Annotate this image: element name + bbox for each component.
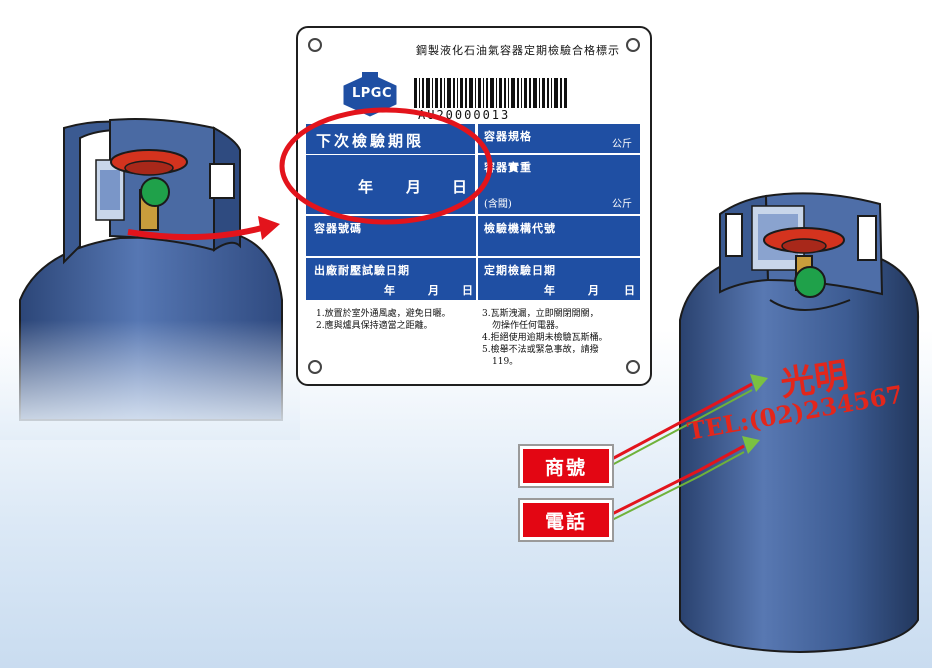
mount-hole-icon [626, 360, 640, 374]
next-inspection-cell: 下次檢驗期限 年 月 日 [306, 124, 476, 214]
spec-unit: 公斤 [612, 139, 632, 150]
note-line: 5.檢舉不法或緊急事故，請撥 [482, 345, 599, 355]
barcode-icon [414, 78, 567, 108]
note-line: 119。 [492, 357, 519, 367]
periodic-test-year: 年 [544, 284, 555, 297]
spec-cell: 容器規格 公斤 [478, 124, 640, 154]
periodic-test-day: 日 [624, 284, 635, 297]
note-line: 4.拒絕使用逾期未檢驗瓦斯桶。 [482, 333, 608, 343]
periodic-test-month: 月 [588, 284, 599, 297]
plate-title: 鋼製液化石油氣容器定期檢驗合格標示 [416, 44, 620, 57]
agency-label: 檢驗機構代號 [484, 222, 556, 235]
phone-callout-label: 電話 [518, 498, 614, 542]
next-inspection-year: 年 [358, 178, 374, 196]
container-no-cell: 容器號碼 [306, 216, 476, 256]
note-line: 2.應與爐具保持適當之距離。 [316, 321, 433, 331]
periodic-test-cell: 定期檢驗日期 年 月 日 [478, 258, 640, 300]
factory-test-year: 年 [384, 284, 395, 297]
serial-number: AU20000013 [418, 108, 511, 122]
mount-hole-icon [626, 38, 640, 52]
weight-cell: 容器實重 (含閥) 公斤 [478, 155, 640, 214]
notes-left: 1.放置於室外通風處，避免日曬。 2.應與爐具保持適當之距離。 [316, 308, 451, 332]
weight-note: (含閥) [484, 199, 512, 210]
factory-test-cell: 出廠耐壓試驗日期 年 月 日 [306, 258, 476, 300]
next-inspection-label: 下次檢驗期限 [316, 132, 425, 150]
spec-label: 容器規格 [484, 130, 532, 143]
logo-text: LPGC [352, 86, 393, 101]
note-line: 1.放置於室外通風處，避免日曬。 [316, 309, 451, 319]
weight-unit: 公斤 [612, 199, 632, 210]
next-inspection-month: 月 [406, 178, 422, 196]
inspection-plate: 鋼製液化石油氣容器定期檢驗合格標示 LPGC [296, 26, 652, 386]
note-line: 勿操作任何電器。 [492, 321, 565, 331]
brand-callout-label: 商號 [518, 444, 614, 488]
weight-label: 容器實重 [484, 161, 532, 174]
agency-cell: 檢驗機構代號 [478, 216, 640, 256]
container-no-label: 容器號碼 [314, 222, 362, 235]
notes-right: 3.瓦斯洩漏，立即關閉開關， 勿操作任何電器。 4.拒絕使用逾期未檢驗瓦斯桶。 … [482, 308, 608, 368]
mount-hole-icon [308, 38, 322, 52]
periodic-test-label: 定期檢驗日期 [484, 264, 556, 277]
factory-test-label: 出廠耐壓試驗日期 [314, 264, 410, 277]
factory-test-day: 日 [462, 284, 473, 297]
factory-test-month: 月 [428, 284, 439, 297]
note-line: 3.瓦斯洩漏，立即關閉開關， [482, 309, 599, 319]
plate-table: 下次檢驗期限 年 月 日 容器規格 公斤 容器實重 (含閥) 公斤 容器號碼 [306, 124, 640, 300]
mount-hole-icon [308, 360, 322, 374]
next-inspection-day: 日 [452, 178, 468, 196]
